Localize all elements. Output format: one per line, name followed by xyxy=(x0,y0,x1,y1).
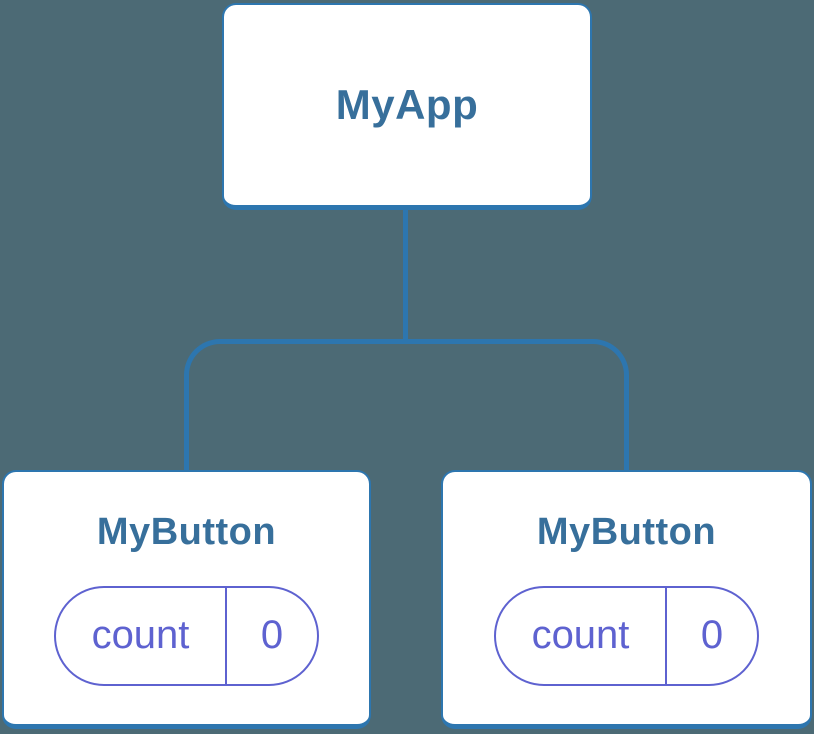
node-label: MyButton xyxy=(96,511,277,553)
tree-node-mybutton-2: MyButton count 0 xyxy=(441,470,812,729)
node-label: MyButton xyxy=(536,511,717,553)
state-value: 0 xyxy=(700,613,724,658)
state-value-cell: 0 xyxy=(225,587,317,684)
state-key-cell: count xyxy=(56,588,225,684)
state-pill: count 0 xyxy=(494,585,759,686)
tree-node-mybutton-1: MyButton count 0 xyxy=(2,470,371,729)
tree-node-myapp: MyApp xyxy=(222,3,592,210)
state-key-cell: count xyxy=(496,588,665,684)
connector-children-bracket xyxy=(184,339,629,470)
node-label: MyApp xyxy=(335,81,479,128)
state-key: count xyxy=(91,613,190,658)
connector-root-stem xyxy=(403,207,408,344)
state-pill: count 0 xyxy=(54,585,319,686)
state-key: count xyxy=(531,613,630,658)
state-value: 0 xyxy=(260,613,284,658)
state-value-cell: 0 xyxy=(665,587,757,684)
